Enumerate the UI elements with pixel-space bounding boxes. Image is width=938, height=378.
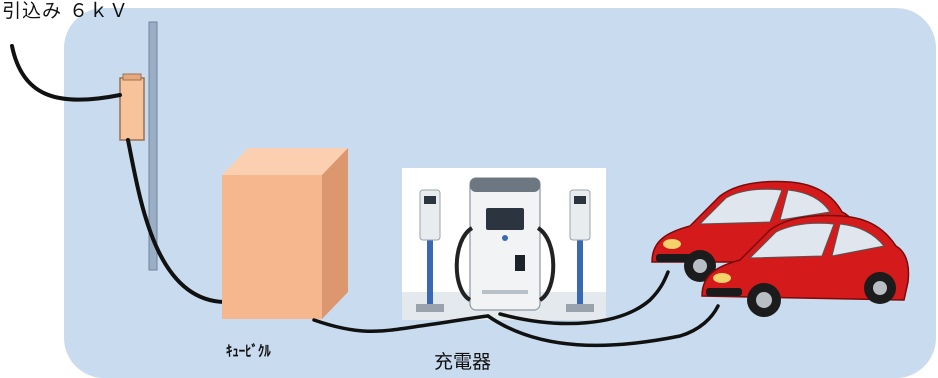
cubicle-label: ｷｭｰﾋﾞｸﾙ bbox=[226, 342, 271, 360]
charger-connector-right bbox=[536, 226, 556, 302]
car1-headlight bbox=[663, 239, 681, 249]
cubicle-to-charger-cable bbox=[312, 314, 490, 334]
cubicle-top bbox=[222, 148, 348, 175]
cubicle-side bbox=[322, 148, 348, 319]
pole-switch-box-top bbox=[122, 73, 142, 81]
car1-wheel-front-hub bbox=[693, 259, 707, 273]
side-pillar-right-base bbox=[566, 304, 594, 312]
charger-cabinet-top bbox=[470, 178, 540, 192]
pole-to-cubicle-cable bbox=[126, 138, 226, 304]
charger-keypad bbox=[515, 255, 525, 271]
car2-wheel-front-hub bbox=[756, 292, 772, 308]
side-pillar-left-base bbox=[416, 304, 444, 312]
charger-label-strip bbox=[482, 290, 528, 294]
car1-windshield bbox=[698, 188, 783, 225]
car1-grille bbox=[656, 254, 692, 262]
electric-car-front bbox=[701, 214, 910, 317]
utility-pole bbox=[148, 21, 158, 271]
cubicle bbox=[222, 148, 348, 319]
side-pillar-right-post bbox=[577, 238, 583, 304]
charger-station bbox=[402, 168, 606, 320]
car1-side-window bbox=[779, 189, 831, 221]
side-pillar-left-screen bbox=[424, 196, 436, 204]
car2-windshield bbox=[748, 222, 835, 259]
incoming-line bbox=[10, 44, 122, 102]
charger-label: 充電器 bbox=[434, 351, 492, 373]
car2-grille bbox=[706, 288, 742, 296]
side-pillar-left-post bbox=[427, 238, 433, 304]
charger-connector-left bbox=[454, 226, 474, 302]
charger-to-car2-cable bbox=[486, 304, 720, 348]
side-pillar-right-screen bbox=[574, 196, 586, 204]
charger-to-car1-cable bbox=[498, 270, 670, 326]
cubicle-front bbox=[222, 175, 322, 319]
car2-side-window bbox=[831, 223, 885, 257]
charger-screen bbox=[486, 208, 524, 230]
incoming-voltage-label: 引込み ６ｋＶ bbox=[2, 0, 130, 22]
charger-indicator bbox=[502, 235, 508, 241]
pole-switch-box bbox=[119, 77, 145, 141]
car2-wheel-rear-hub bbox=[873, 281, 887, 295]
car2-headlight bbox=[713, 273, 731, 283]
